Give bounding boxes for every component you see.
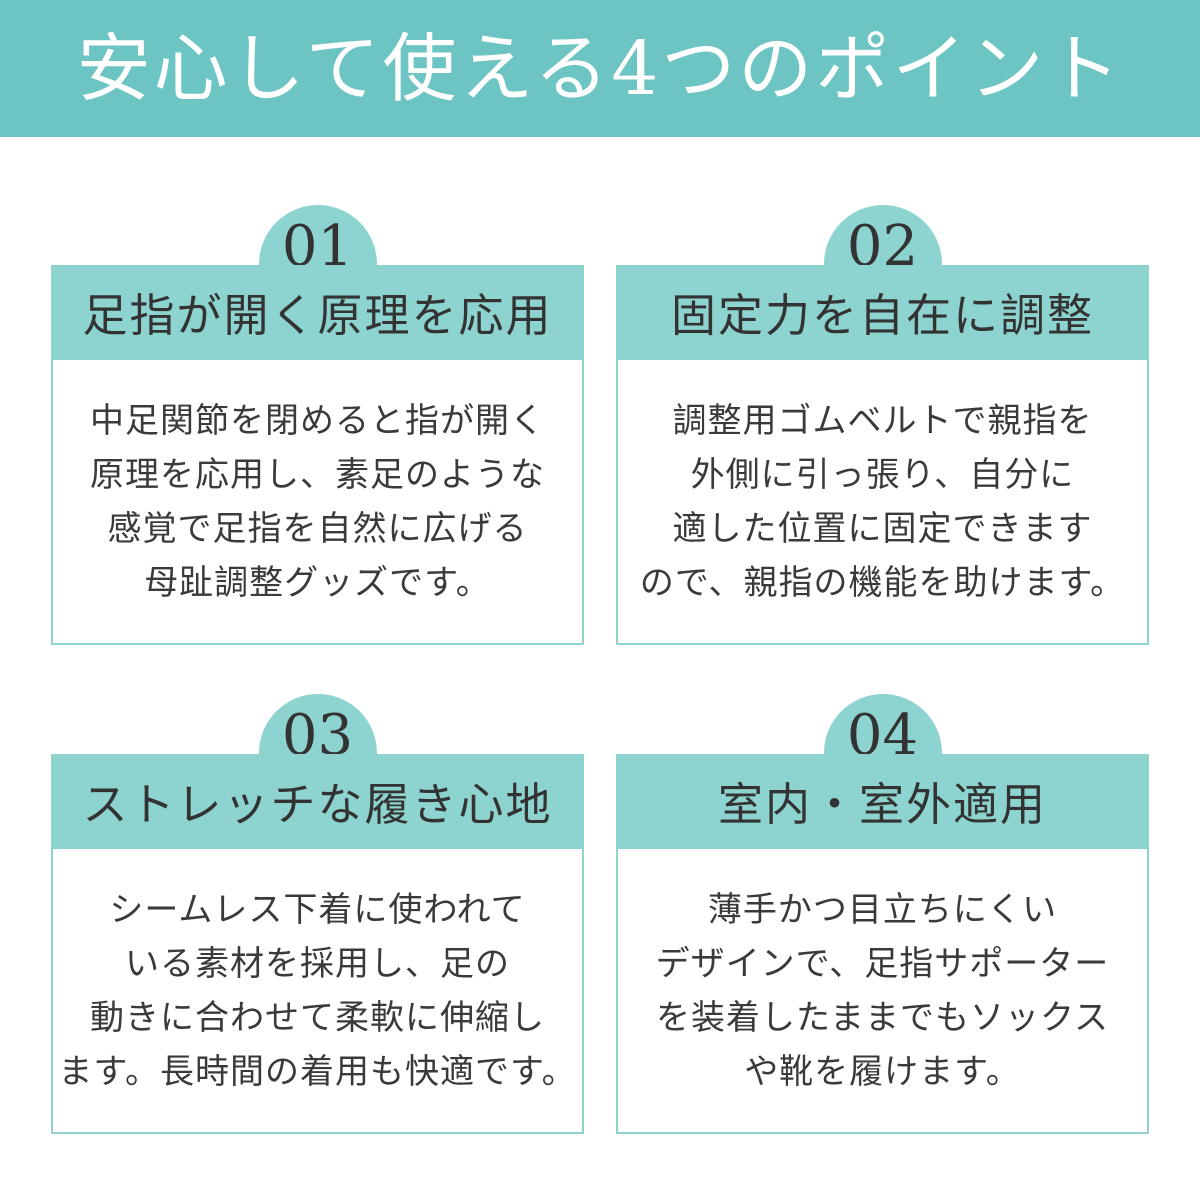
description-line: 感覚で足指を自然に広げる [107,508,528,549]
page-title: 安心して使える4つのポイント [76,25,1124,112]
point-heading-bar: 固定力を自在に調整 [616,265,1149,360]
description-line: 原理を応用し、素足のような [90,454,545,495]
point-heading: 室内・室外適用 [717,778,1047,831]
description-line: や靴を履けます。 [744,1051,1021,1092]
description-line: いる素材を採用し、足の [125,943,510,984]
description-line: 調整用ゴムベルトで親指を [672,400,1093,441]
point-card-03: 03 ストレッチな履き心地 シームレス下着に使われて いる素材を採用し、足の 動… [51,694,584,1134]
point-card-02: 02 固定力を自在に調整 調整用ゴムベルトで親指を 外側に引っ張り、自分に 適し… [616,205,1149,645]
description-line: 母趾調整グッズです。 [144,562,491,603]
point-description: 調整用ゴムベルトで親指を 外側に引っ張り、自分に 適した位置に固定できます ので… [616,360,1149,645]
description-line: 薄手かつ目立ちにくい [707,889,1058,930]
description-line: ます。長時間の着用も快適です。 [58,1051,577,1092]
description-line: を装着したままでもソックス [656,997,1109,1038]
description-line: 外側に引っ張り、自分に [690,454,1075,495]
title-banner: 安心して使える4つのポイント [0,0,1200,137]
description-line: 動きに合わせて柔軟に伸縮し [90,997,545,1038]
point-description: 中足関節を閉めると指が開く 原理を応用し、素足のような 感覚で足指を自然に広げる… [51,360,584,645]
point-heading: 足指が開く原理を応用 [82,289,553,342]
description-line: デザインで、足指サポーター [655,943,1110,984]
point-heading: ストレッチな履き心地 [82,778,553,831]
point-card-01: 01 足指が開く原理を応用 中足関節を閉めると指が開く 原理を応用し、素足のよう… [51,205,584,645]
point-heading-bar: ストレッチな履き心地 [51,754,584,849]
point-description: 薄手かつ目立ちにくい デザインで、足指サポーター を装着したままでもソックス や… [616,849,1149,1134]
description-line: ので、親指の機能を助けます。 [639,562,1126,603]
point-heading: 固定力を自在に調整 [670,289,1094,342]
point-card-04: 04 室内・室外適用 薄手かつ目立ちにくい デザインで、足指サポーター を装着し… [616,694,1149,1134]
point-description: シームレス下着に使われて いる素材を採用し、足の 動きに合わせて柔軟に伸縮し ま… [51,849,584,1134]
description-line: 適した位置に固定できます [672,508,1093,549]
description-line: シームレス下着に使われて [109,889,526,930]
description-line: 中足関節を閉めると指が開く [90,400,545,441]
point-heading-bar: 足指が開く原理を応用 [51,265,584,360]
point-heading-bar: 室内・室外適用 [616,754,1149,849]
